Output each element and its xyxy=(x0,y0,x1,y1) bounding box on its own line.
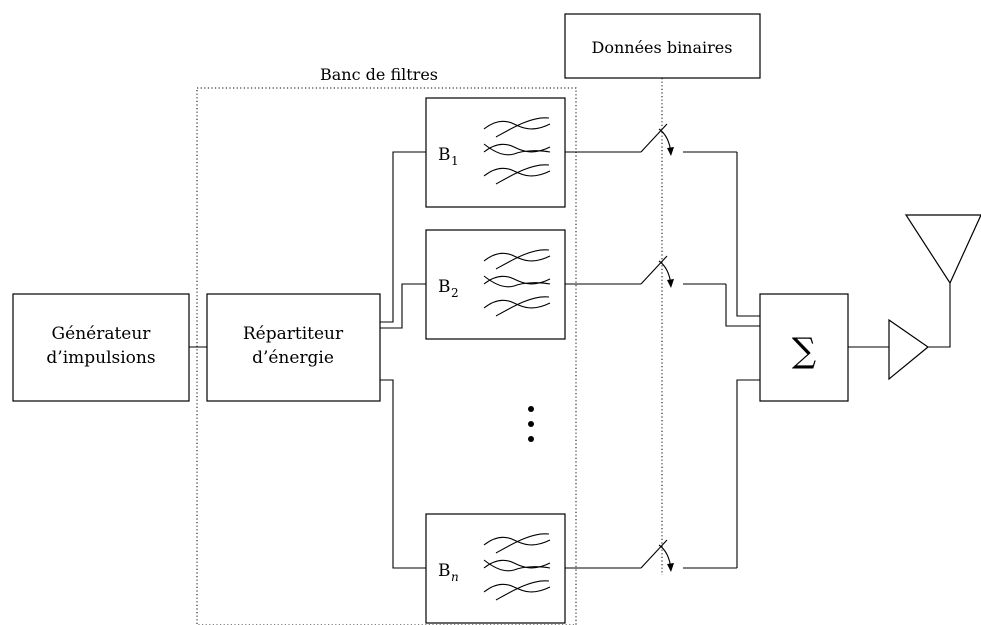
summer-symbol: ∑ xyxy=(792,331,816,371)
filter-bank-region xyxy=(196,87,577,625)
wire-switchn-summer xyxy=(736,379,760,568)
amplifier-triangle xyxy=(888,318,929,381)
summer-block xyxy=(759,293,849,402)
filter-bn: B n xyxy=(425,513,566,624)
filter-b1-subscript: 1 xyxy=(451,154,459,168)
filter-bn-symbol xyxy=(483,533,551,601)
filter-b2: B 2 xyxy=(425,229,566,340)
filter-bank-label: Banc de filtres xyxy=(320,65,438,84)
filter-bn-letter: B xyxy=(438,561,451,581)
antenna-symbol xyxy=(904,214,981,285)
switch-n xyxy=(565,539,737,572)
wire-splitter-b1 xyxy=(380,151,426,323)
more-filters-ellipsis xyxy=(528,406,534,442)
generator-label-line2: d’impulsions xyxy=(46,348,155,368)
wire-splitter-b2 xyxy=(380,283,426,329)
binary-data-label: Données binaires xyxy=(592,38,733,57)
splitter-label-line1: Répartiteur xyxy=(243,324,344,344)
filter-b1-symbol xyxy=(483,117,551,185)
switch-2 xyxy=(565,255,726,288)
binary-data-box xyxy=(564,13,761,79)
splitter-label-line2: d’énergie xyxy=(252,348,334,368)
generator-label-line1: Générateur xyxy=(52,324,152,344)
filter-b2-letter: B xyxy=(438,277,451,297)
wire-switch2-summer xyxy=(725,284,760,327)
filter-b2-symbol xyxy=(483,249,551,317)
wire-splitter-bn xyxy=(380,379,426,569)
filter-bn-subscript: n xyxy=(451,570,459,584)
pulse-generator-block xyxy=(12,293,190,402)
wire-amp-antenna xyxy=(928,283,951,348)
filter-b1-letter: B xyxy=(438,145,451,165)
filter-b1: B 1 xyxy=(425,97,566,208)
energy-splitter-block xyxy=(206,293,381,402)
switch-1 xyxy=(565,123,737,156)
filter-b2-subscript: 2 xyxy=(451,286,459,300)
wire-switch1-summer xyxy=(736,152,760,317)
